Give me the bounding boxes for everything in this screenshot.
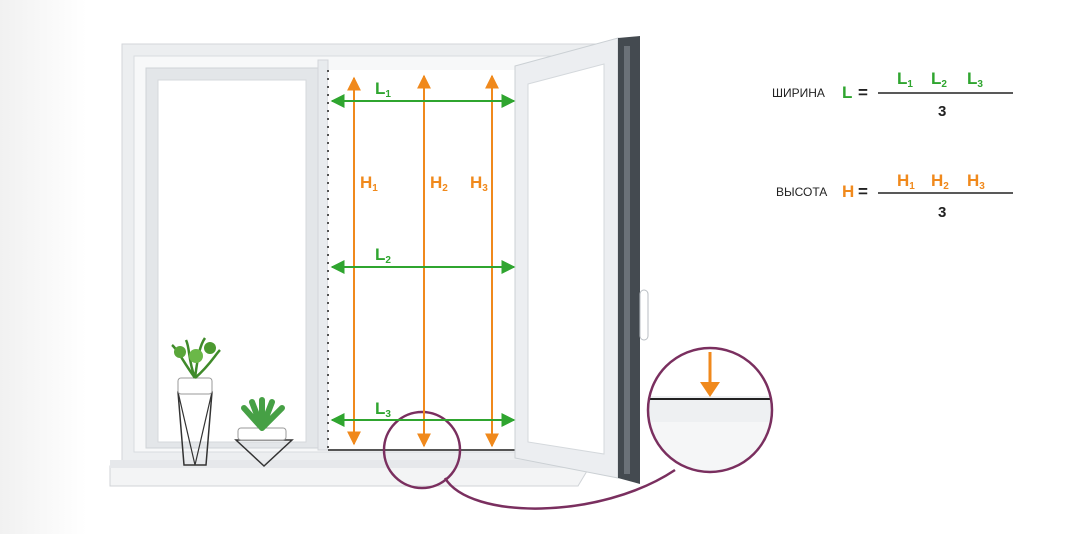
- width-formula: ШИРИНА L = L1 L2 L3 3: [772, 69, 1013, 120]
- width-formula-word: ШИРИНА: [772, 86, 825, 100]
- open-sash: [514, 36, 649, 484]
- height-formula-equals: =: [858, 182, 868, 201]
- potted-plant-icon: [171, 337, 221, 466]
- width-denominator: 3: [938, 103, 946, 120]
- h3-label: H3: [470, 173, 488, 194]
- height-formula: ВЫСОТА H = H1 H2 H3 3: [776, 171, 1013, 221]
- height-formula-symbol: H: [842, 182, 854, 201]
- height-formula-word: ВЫСОТА: [776, 185, 827, 199]
- width-formula-symbol: L: [842, 83, 852, 102]
- width-numerator-1: L1: [897, 69, 913, 90]
- h1-label: H1: [360, 173, 378, 194]
- l1-label: L1: [375, 79, 391, 100]
- window-sill: [109, 460, 591, 487]
- height-numerator-3: H3: [967, 171, 985, 192]
- width-measurements: [330, 94, 516, 427]
- height-numerator-1: H1: [897, 171, 915, 192]
- width-formula-equals: =: [858, 83, 868, 102]
- l3-label: L3: [375, 399, 391, 420]
- zoom-arrow-head: [700, 382, 720, 397]
- succulent-icon: [234, 397, 294, 468]
- l2-label: L2: [375, 245, 391, 266]
- height-denominator: 3: [938, 204, 946, 221]
- height-numerator-2: H2: [931, 171, 949, 192]
- window-handle-icon: [639, 289, 649, 341]
- width-numerator-2: L2: [931, 69, 947, 90]
- h2-label: H2: [430, 173, 448, 194]
- width-numerator-3: L3: [967, 69, 983, 90]
